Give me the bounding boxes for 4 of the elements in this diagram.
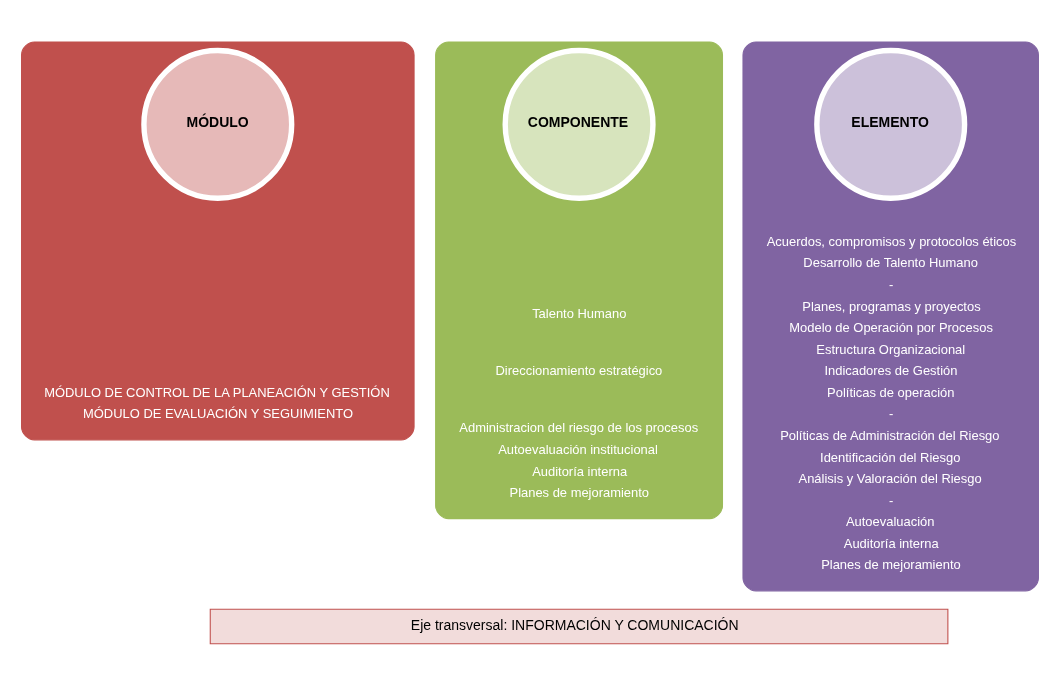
node-box: Eje transversal: INFORMACIÓN Y COMUNICACIÓN [209, 608, 949, 645]
node-circle: COMPONENTE [502, 47, 656, 201]
node-circle: MÓDULO [141, 47, 295, 201]
node-circle: ELEMENTO [814, 47, 968, 201]
